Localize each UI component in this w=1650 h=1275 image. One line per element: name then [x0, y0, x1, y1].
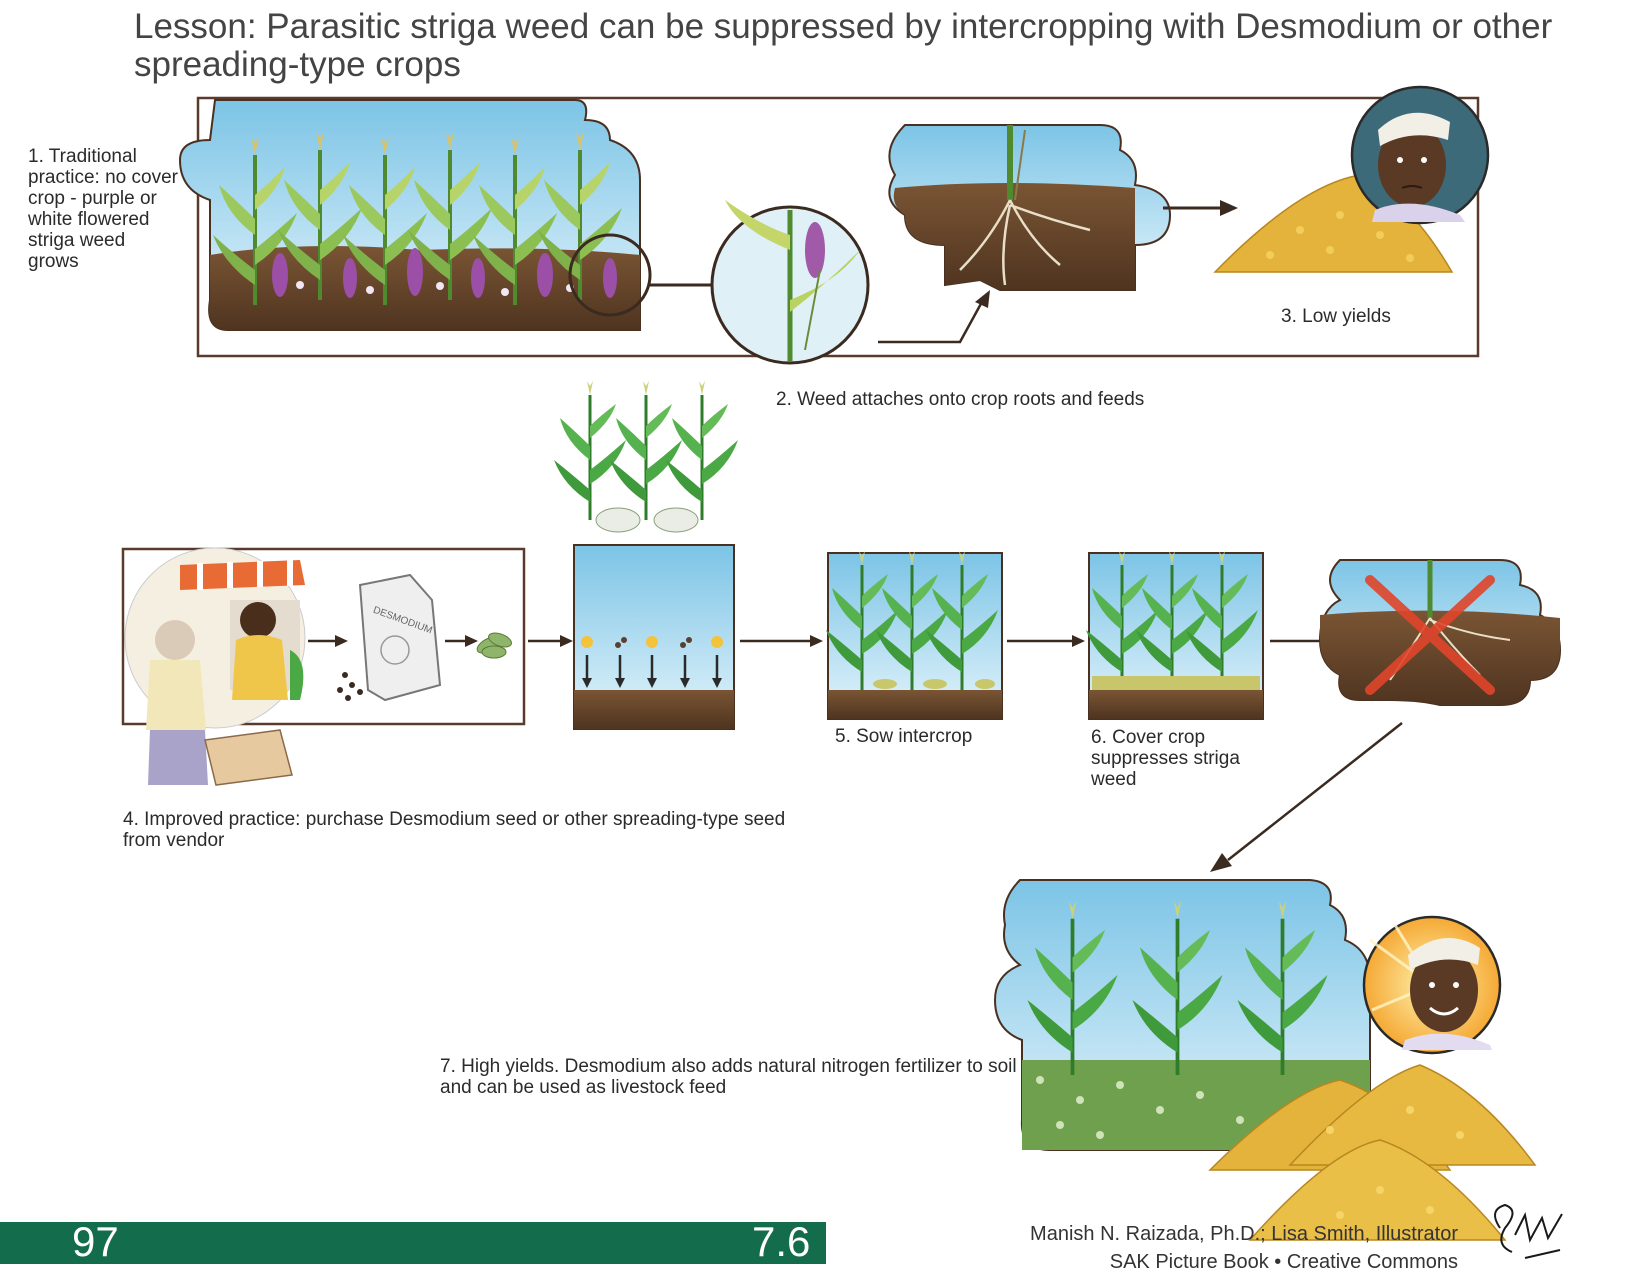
grain-pile-icon: [1208, 1064, 1537, 1241]
step-6-label: 6. Cover crop suppresses striga weed: [1091, 727, 1240, 790]
credit-line-1: Manish N. Raizada, Ph.D.; Lisa Smith, Il…: [1030, 1223, 1458, 1245]
magnified-striga-circle: [710, 200, 870, 365]
page-title: Lesson: Parasitic striga weed can be sup…: [134, 7, 1553, 84]
sowing-panel: [552, 379, 740, 730]
seed-bag-icon: DESMODIUM: [337, 573, 442, 702]
signature-mark: [1494, 1203, 1563, 1259]
section-number: 7.6: [752, 1218, 811, 1265]
step-7-label: 7. High yields. Desmodium also adds natu…: [440, 1056, 1017, 1098]
arrow-right-icon: [1227, 722, 1403, 861]
high-yield-field: [993, 879, 1371, 1151]
footer-bar: [0, 1222, 826, 1264]
field-panel-traditional: [178, 99, 715, 331]
top-row-frame: [196, 96, 1480, 358]
credit-line-2: SAK Picture Book • Creative Commons: [1109, 1251, 1458, 1273]
cross-out-icon: [1365, 575, 1495, 695]
step-3-label: 3. Low yields: [1281, 306, 1391, 327]
zoom-circle: [568, 233, 652, 317]
sow-intercrop-panel: [824, 549, 1003, 720]
cover-crop-panel: [1084, 549, 1264, 720]
desmodium-seedling-icon: [476, 632, 512, 659]
farmer-happy-portrait: [1362, 915, 1502, 1055]
arrow-right-icon: [878, 299, 985, 344]
vendor-scene: [124, 547, 306, 786]
suppressed-striga-panel: [1318, 559, 1562, 706]
step-4-label: 4. Improved practice: purchase Desmodium…: [123, 809, 786, 851]
farmer-sad-portrait: [1350, 85, 1490, 225]
root-attachment-panel: [888, 124, 1172, 291]
step-1-label: 1. Traditional practice: no cover crop -…: [28, 146, 178, 272]
step-2-label: 2. Weed attaches onto crop roots and fee…: [776, 389, 1145, 410]
step-5-label: 5. Sow intercrop: [835, 726, 973, 747]
page-number: 97: [72, 1218, 119, 1265]
vendor-frame: [121, 547, 526, 726]
